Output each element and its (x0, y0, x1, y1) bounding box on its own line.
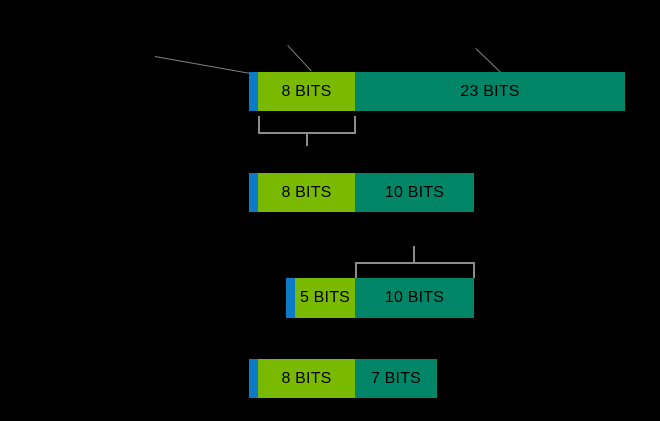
row-1-middle-field[interactable]: 8 BITS (258, 72, 355, 111)
row-3-wide-field[interactable]: 10 BITS (355, 278, 474, 318)
bit-field-row-4[interactable]: 8 BITS 7 BITS (249, 359, 437, 398)
leader-line-left-icon (154, 56, 251, 74)
row-3-middle-field[interactable]: 5 BITS (295, 278, 355, 318)
row-3-flag-field[interactable] (286, 278, 295, 318)
row-2-flag-field[interactable] (249, 173, 258, 212)
bracket-stem (306, 132, 308, 146)
row-2-wide-field[interactable]: 10 BITS (355, 173, 474, 212)
leader-line-right-icon (475, 48, 502, 73)
bracket-above-row-3 (355, 246, 475, 279)
bit-field-row-3[interactable]: 5 BITS 10 BITS (286, 278, 474, 318)
row-4-wide-field[interactable]: 7 BITS (355, 359, 437, 398)
bracket-right-arm (473, 262, 475, 278)
row-4-middle-field[interactable]: 8 BITS (258, 359, 355, 398)
row-1-wide-field[interactable]: 23 BITS (355, 72, 625, 111)
row-1-flag-field[interactable] (249, 72, 258, 111)
bit-field-row-1[interactable]: 8 BITS 23 BITS (249, 72, 625, 111)
bracket-left-arm (258, 116, 260, 133)
row-2-middle-field[interactable]: 8 BITS (258, 173, 355, 212)
bracket-left-arm (355, 262, 357, 278)
bit-field-row-2[interactable]: 8 BITS 10 BITS (249, 173, 474, 212)
bracket-right-arm (354, 116, 356, 133)
row-4-flag-field[interactable] (249, 359, 258, 398)
bracket-stem (413, 246, 415, 263)
bracket-span (355, 262, 475, 264)
bracket-under-row-1 (258, 116, 356, 147)
leader-line-middle-icon (287, 45, 313, 72)
